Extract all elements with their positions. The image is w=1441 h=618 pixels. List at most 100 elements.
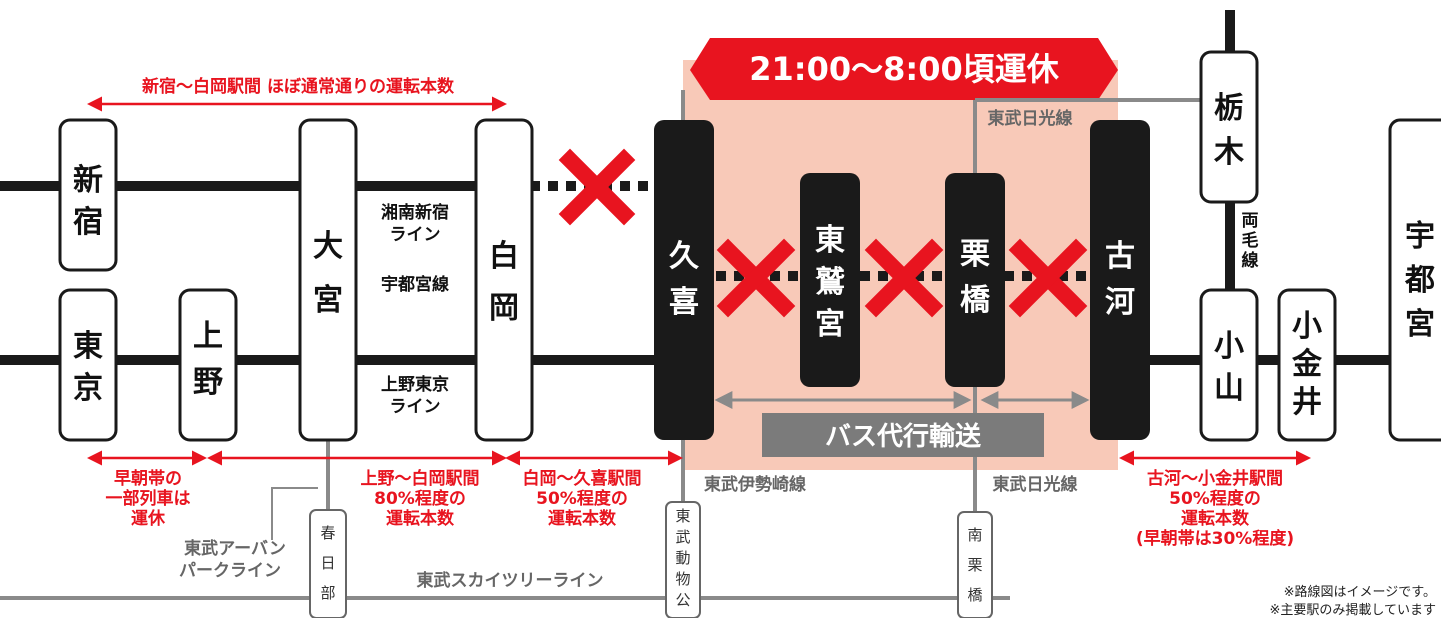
suspension-banner [690, 38, 1118, 100]
station-name-tdk-2: 武 [675, 528, 690, 546]
svg-text:木: 木 [1213, 135, 1244, 170]
station-name-koganei-1: 小 [1292, 309, 1322, 344]
station-shiraoka[interactable]: 白 岡 [474, 118, 534, 442]
station-tobu-dobutsu-koen[interactable]: 東 武 動 物 公 [665, 501, 701, 618]
svg-text:橋: 橋 [960, 283, 991, 318]
station-kurihashi[interactable]: 栗 橋 [945, 173, 1005, 387]
svg-text:日: 日 [320, 554, 335, 572]
station-name-higashiwashinomiya-1: 東 [815, 223, 845, 258]
svg-text:鷲: 鷲 [815, 265, 845, 300]
station-minami-kurihashi[interactable]: 南 栗 橋 [957, 511, 993, 618]
bus-replacement-label: バス代行輸送 [825, 421, 981, 452]
station-name-kasukabe-3: 部 [320, 584, 335, 602]
station-utsunomiya[interactable]: 宇 都 宮 [1388, 118, 1441, 442]
station-name-kuki-2: 喜 [669, 285, 699, 320]
station-name-koga-1: 古 [1105, 239, 1135, 274]
tobu-urban-park-leader [271, 487, 318, 540]
station-name-kasukabe-2: 日 [320, 554, 335, 572]
station-tokyo[interactable]: 東 京 [58, 288, 118, 442]
svg-text:井: 井 [1292, 385, 1322, 420]
svg-text:宮: 宮 [815, 307, 845, 342]
station-name-ueno-2: 野 [193, 365, 223, 400]
station-name-shiraoka-1: 白 [489, 239, 519, 274]
svg-text:古: 古 [1105, 239, 1135, 274]
station-name-tdk-5: 公 [675, 591, 690, 609]
station-name-shiraoka-2: 岡 [489, 291, 519, 326]
station-oyama[interactable]: 小 山 [1199, 288, 1259, 442]
station-name-higashiwashinomiya-2: 鷲 [815, 265, 845, 300]
station-name-mk-3: 橋 [967, 586, 982, 604]
svg-text:山: 山 [1214, 371, 1244, 406]
svg-text:栗: 栗 [967, 556, 982, 574]
station-name-tokyo-2: 京 [73, 371, 103, 406]
svg-text:喜: 喜 [669, 285, 699, 320]
station-name-oyama-1: 小 [1214, 329, 1244, 364]
station-name-kuki-1: 久 [669, 239, 699, 274]
station-name-omiya-1: 大 [313, 229, 343, 264]
station-name-tdk-1: 東 [675, 507, 690, 525]
suspended-x-mark [558, 148, 636, 226]
station-higashiwashinomiya[interactable]: 東 鷲 宮 [800, 173, 860, 387]
station-name-higashiwashinomiya-3: 宮 [815, 307, 845, 342]
svg-text:野: 野 [193, 365, 223, 400]
line-label-tobu-nikko-bottom: 東武日光線 [993, 474, 1078, 495]
suspended-x-mark [864, 238, 944, 318]
station-name-tochigi-1: 栃 [1214, 91, 1244, 126]
note-top-range: 新宿〜白岡駅間 ほぼ通常通りの運転本数 [142, 76, 455, 97]
footnote-2: ※主要駅のみ掲載しています [1269, 602, 1436, 618]
station-name-oyama-2: 山 [1214, 371, 1244, 406]
svg-text:南: 南 [967, 526, 982, 544]
svg-text:上: 上 [193, 319, 223, 354]
suspension-banner-text: 21:00〜8:00頃運休 [749, 50, 1059, 88]
station-name-tochigi-2: 木 [1213, 135, 1244, 170]
station-koga[interactable]: 古 河 [1090, 120, 1150, 440]
svg-text:小: 小 [1214, 329, 1244, 364]
svg-text:部: 部 [320, 584, 335, 602]
svg-text:動: 動 [675, 549, 690, 567]
station-name-tdk-3: 動 [675, 549, 690, 567]
line-label-tobu-skytree: 東武スカイツリーライン [417, 570, 604, 591]
station-name-koganei-3: 井 [1292, 385, 1322, 420]
station-ueno[interactable]: 上 野 [178, 288, 238, 442]
station-tochigi[interactable]: 栃 木 [1199, 50, 1259, 204]
station-shinjuku[interactable]: 新 宿 [58, 118, 118, 272]
svg-text:岡: 岡 [489, 291, 519, 326]
station-name-mk-2: 栗 [967, 556, 982, 574]
station-name-omiya-2: 宮 [313, 283, 343, 318]
station-omiya[interactable]: 大 宮 [298, 118, 358, 442]
station-name-tdk-4: 物 [675, 570, 690, 588]
station-kuki[interactable]: 久 喜 [654, 120, 714, 440]
svg-text:白: 白 [489, 239, 519, 274]
svg-text:東: 東 [675, 507, 690, 525]
svg-text:都: 都 [1404, 263, 1435, 298]
station-name-kasukabe-1: 春 [320, 524, 335, 542]
line-label-shonan-shinjuku: 湘南新宿ライン [381, 202, 449, 245]
line-label-tobu-isesaki: 東武伊勢崎線 [704, 474, 806, 495]
station-name-mk-1: 南 [967, 526, 982, 544]
svg-text:小: 小 [1292, 309, 1322, 344]
station-name-ueno-1: 上 [193, 319, 223, 354]
suspended-x-mark [1008, 238, 1088, 318]
bus-replacement-box [762, 413, 1044, 457]
station-koganei[interactable]: 小 金 井 [1277, 288, 1337, 442]
station-name-utsunomiya-1: 宇 [1405, 219, 1435, 254]
station-name-kurihashi-1: 栗 [960, 237, 990, 272]
suspended-x-mark [716, 238, 796, 318]
svg-text:東: 東 [73, 329, 103, 364]
station-name-kurihashi-2: 橋 [960, 283, 991, 318]
note-early-morning: 早朝帯の一部列車は運休 [106, 468, 191, 529]
station-name-koganei-2: 金 [1291, 347, 1323, 382]
line-label-ryomo: 両毛線 [1242, 211, 1259, 271]
station-name-utsunomiya-3: 宮 [1405, 307, 1435, 342]
line-label-utsunomiya: 宇都宮線 [381, 274, 449, 295]
svg-text:公: 公 [675, 591, 690, 609]
svg-text:東: 東 [815, 223, 845, 258]
svg-text:宮: 宮 [313, 283, 343, 318]
svg-text:宇: 宇 [1405, 219, 1435, 254]
station-name-koga-2: 河 [1105, 285, 1135, 320]
svg-text:橋: 橋 [967, 586, 982, 604]
station-kasukabe[interactable]: 春 日 部 [309, 509, 347, 618]
svg-text:大: 大 [313, 229, 343, 264]
